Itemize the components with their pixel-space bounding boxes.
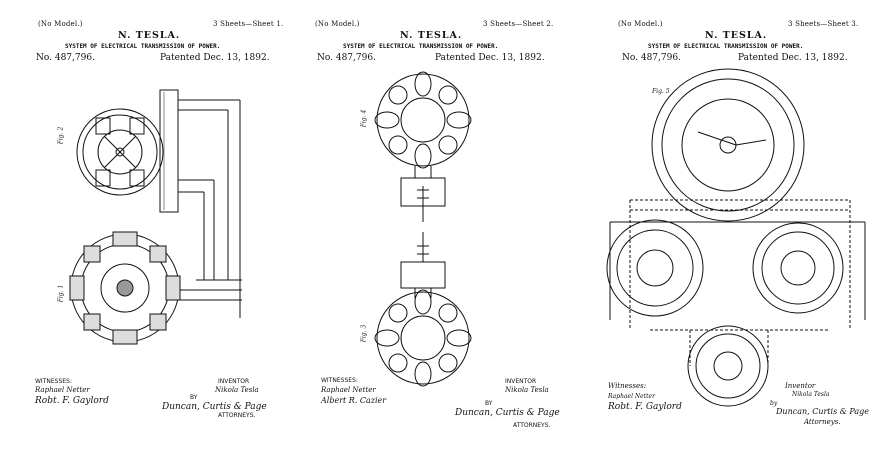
inventor-label: INVENTOR [218, 378, 250, 385]
attorney-signature: Duncan, Curtis & Page [776, 407, 870, 416]
by-label: BY [190, 394, 198, 401]
attorneys-label: ATTORNEYS. [513, 422, 551, 429]
patent-sheet-3: (No Model.) 3 Sheets—Sheet 3. N. TESLA. … [590, 0, 884, 465]
by-label: BY [485, 400, 493, 407]
sheet-label: 3 Sheets—Sheet 2. [483, 20, 554, 28]
figure-4-ring-drawing [374, 71, 472, 222]
inventor-signature: Nikola Tesla [215, 386, 259, 394]
witnesses-label: Witnesses: [608, 382, 647, 390]
no-model-label: (No Model.) [315, 20, 360, 28]
figure-5-system-drawing [606, 68, 866, 407]
figure-3-ring-drawing [374, 232, 472, 387]
attorney-signature: Duncan, Curtis & Page [162, 402, 267, 412]
inventor-signature: Nikola Tesla [792, 391, 830, 398]
inventor-name: N. TESLA. [705, 30, 768, 41]
figure-2-motor-drawing [76, 89, 242, 318]
inventor-name: N. TESLA. [118, 30, 181, 41]
figure-1-generator-drawing [69, 231, 196, 345]
witness-signature-2: Robt. F. Gaylord [35, 396, 109, 406]
patent-date: Patented Dec. 13, 1892. [435, 53, 545, 63]
by-label: by [770, 400, 778, 407]
witnesses-label: WITNESSES: [321, 377, 358, 384]
attorneys-label: ATTORNEYS. [218, 412, 256, 419]
patent-sheet-1: (No Model.) 3 Sheets—Sheet 1. N. TESLA. … [0, 0, 293, 465]
attorney-signature: Duncan, Curtis & Page [455, 408, 560, 418]
patent-number: No. 487,796. [317, 53, 376, 63]
witness-signature-2: Robt. F. Gaylord [608, 402, 682, 412]
inventor-signature: Nikola Tesla [505, 386, 549, 394]
sheet-label: 3 Sheets—Sheet 1. [213, 20, 284, 28]
inventor-label: INVENTOR [505, 378, 537, 385]
witnesses-label: WITNESSES: [35, 378, 72, 385]
attorneys-label: Attorneys. [804, 418, 841, 426]
inventor-name: N. TESLA. [400, 30, 463, 41]
system-title: SYSTEM OF ELECTRICAL TRANSMISSION OF POW… [343, 43, 499, 50]
sheet-label: 3 Sheets—Sheet 3. [788, 20, 859, 28]
figure-label-5: Fig. 5 [652, 88, 670, 95]
witness-signature-1: Raphael Netter [35, 386, 90, 394]
system-title: SYSTEM OF ELECTRICAL TRANSMISSION OF POW… [648, 43, 804, 50]
inventor-label: Inventor [785, 382, 816, 390]
no-model-label: (No Model.) [38, 20, 83, 28]
patent-date: Patented Dec. 13, 1892. [160, 53, 270, 63]
patent-sheet-2: (No Model.) 3 Sheets—Sheet 2. N. TESLA. … [295, 0, 588, 465]
witness-signature-2: Albert R. Cazier [321, 396, 387, 405]
witness-signature-1: Raphael Netter [608, 393, 655, 400]
patent-number: No. 487,796. [36, 53, 95, 63]
no-model-label: (No Model.) [618, 20, 663, 28]
witness-signature-1: Raphael Netter [321, 386, 376, 394]
system-title: SYSTEM OF ELECTRICAL TRANSMISSION OF POW… [65, 43, 221, 50]
patent-date: Patented Dec. 13, 1892. [738, 53, 848, 63]
patent-number: No. 487,796. [622, 53, 681, 63]
